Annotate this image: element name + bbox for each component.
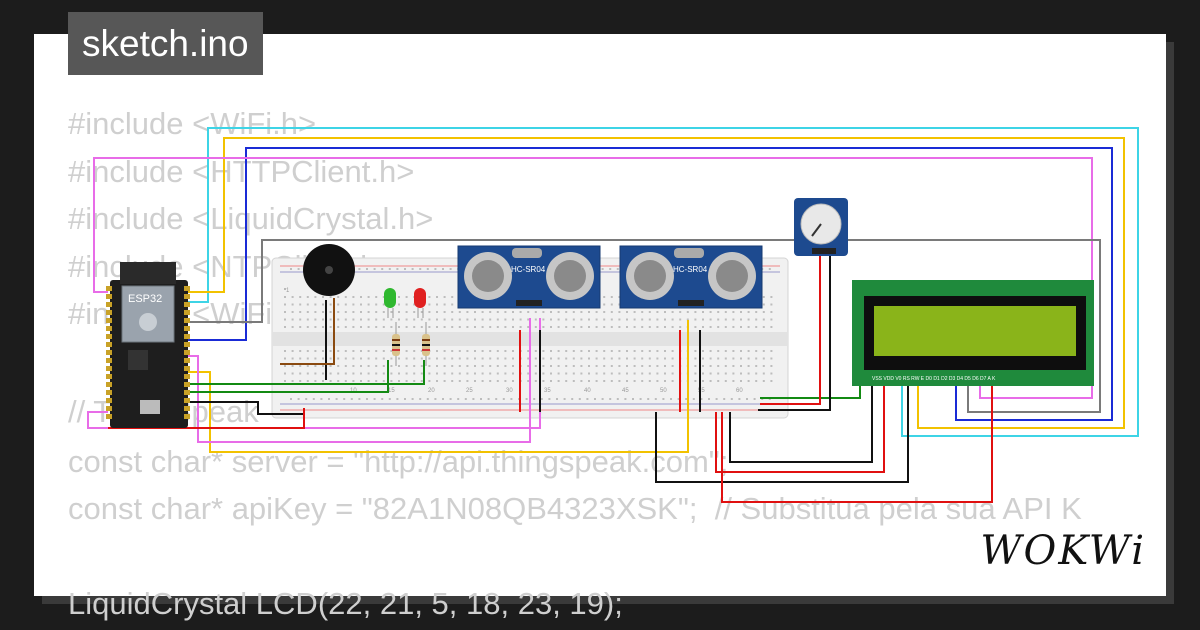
breadboard-number: 50 bbox=[660, 388, 667, 394]
esp32-board: ESP32 bbox=[106, 262, 190, 428]
red-led bbox=[414, 288, 426, 318]
code-line: const char* apiKey = "82A1N08QB4323XSK";… bbox=[68, 491, 1082, 526]
sensor-label: HC-SR04 bbox=[673, 265, 708, 274]
buzzer bbox=[303, 244, 355, 296]
breadboard-number: 60 bbox=[736, 388, 743, 394]
file-title: sketch.ino bbox=[68, 12, 263, 75]
green-led bbox=[384, 288, 396, 318]
code-line: const char* server = "http://api.thingsp… bbox=[68, 444, 729, 479]
esp32-label: ESP32 bbox=[128, 293, 162, 305]
resistor bbox=[422, 322, 430, 366]
code-line: #include <HTTPClient.h> bbox=[68, 154, 415, 189]
potentiometer bbox=[794, 198, 848, 256]
code-line: #include <LiquidCrystal.h> bbox=[68, 201, 434, 236]
breadboard-number: 55 bbox=[698, 388, 705, 394]
lcd-pin-labels: VSS VDD V0 RS RW E D0 D1 D2 D3 D4 D5 D6 … bbox=[872, 376, 996, 382]
wires bbox=[87, 127, 1139, 503]
code-line: #include <WiFi.h> bbox=[68, 106, 317, 141]
code-line: LiquidCrystal LCD(22, 21, 5, 18, 23, 19)… bbox=[68, 586, 623, 621]
breadboard-number: 1 bbox=[286, 288, 290, 294]
lcd-display: VSS VDD V0 RS RW E D0 D1 D2 D3 D4 D5 D6 … bbox=[852, 280, 1094, 386]
breadboard-number: 20 bbox=[428, 388, 435, 394]
resistor bbox=[392, 322, 400, 366]
sensor-label: HC-SR04 bbox=[511, 265, 546, 274]
breadboard-number: 35 bbox=[544, 388, 551, 394]
breadboard-number: 40 bbox=[584, 388, 591, 394]
ultrasonic-sensor: HC-SR04 bbox=[457, 245, 601, 309]
wokwi-logo: WOKWi bbox=[976, 528, 1150, 574]
breadboard-number: 45 bbox=[622, 388, 629, 394]
breadboard-number: 15 bbox=[388, 388, 395, 394]
breadboard-number: 25 bbox=[466, 388, 473, 394]
breadboard-number: 30 bbox=[506, 388, 513, 394]
ultrasonic-sensor: HC-SR04 bbox=[619, 245, 763, 309]
